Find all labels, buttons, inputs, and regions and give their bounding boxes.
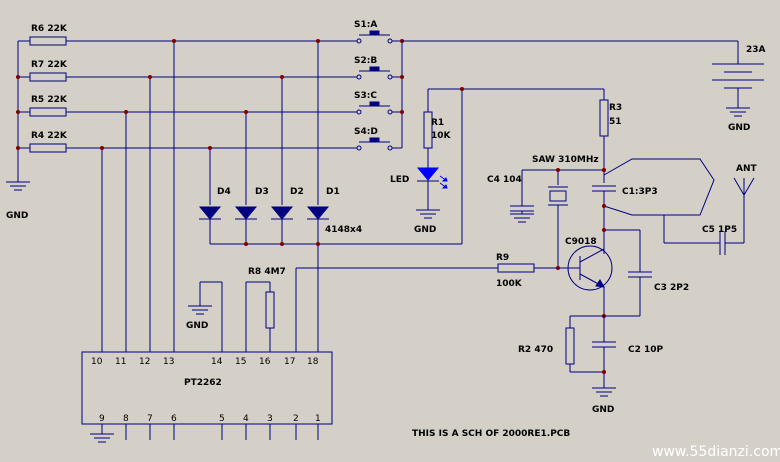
label-r6: R6 22K (31, 24, 68, 34)
label-r2: R2 470 (518, 345, 553, 355)
label-s4: S4:D (354, 127, 378, 137)
label-s2: S2:B (354, 56, 377, 66)
resistor-r2 (565, 327, 575, 365)
transistor-c9018 (567, 245, 613, 291)
resistor-r9 (497, 263, 535, 273)
ground-ic (90, 433, 114, 443)
ic-pin-10: 10 (91, 357, 103, 367)
saw-resonator (548, 186, 568, 206)
ic-pin-4: 4 (243, 414, 249, 424)
caption: THIS IS A SCH OF 2000RE1.PCB (412, 429, 570, 439)
switch-s2 (356, 66, 393, 80)
label-c1: C1:3P3 (622, 187, 658, 197)
diode-d4 (198, 206, 222, 220)
diode-d2 (270, 206, 294, 220)
label-gnd-battery: GND (728, 123, 750, 133)
ground-left (6, 181, 30, 191)
ic-pin-11: 11 (115, 357, 126, 367)
ic-pin-17: 17 (284, 357, 295, 367)
label-diode-type: 4148x4 (325, 225, 362, 235)
label-s3: S3:C (354, 91, 377, 101)
label-ant: ANT (736, 164, 757, 174)
label-led: LED (390, 175, 409, 185)
capacitor-c1 (592, 185, 616, 192)
label-gnd-left: GND (6, 211, 28, 221)
label-gnd-pin14: GND (186, 321, 208, 331)
label-c4: C4 104 (487, 175, 522, 185)
ground-c4 (510, 213, 534, 223)
ic-pin-1: 1 (315, 414, 321, 424)
resistor-r7 (29, 72, 67, 82)
ic-top-pin-numbers: 10 11 12 13 14 15 16 17 18 (91, 357, 319, 367)
ic-pin-12: 12 (139, 357, 150, 367)
label-r4: R4 22K (31, 131, 68, 141)
diode-d3 (234, 206, 258, 220)
label-r8: R8 4M7 (248, 267, 286, 277)
switch-s1 (356, 30, 393, 44)
watermark: www.55dianzi.com (652, 444, 780, 460)
antenna-symbol (733, 177, 755, 196)
label-r9: R9 (496, 253, 509, 263)
ground-battery (726, 107, 750, 117)
ic-pin-5: 5 (219, 414, 225, 424)
ic-pin-8: 8 (123, 414, 129, 424)
ic-pin-13: 13 (163, 357, 174, 367)
label-saw: SAW 310MHz (532, 155, 599, 165)
label-r1: R1 (431, 118, 444, 128)
resistor-r6 (29, 36, 67, 46)
ic-pin-9: 9 (99, 414, 105, 424)
ic-pin-14: 14 (211, 357, 223, 367)
led (416, 167, 448, 189)
ic-pin-3: 3 (267, 414, 273, 424)
label-s1: S1:A (354, 20, 377, 30)
label-c5: C5 1P5 (702, 225, 737, 235)
label-r3: R3 (609, 103, 622, 113)
ground-pin14 (188, 305, 212, 315)
ic-pin-16: 16 (259, 357, 271, 367)
capacitor-c2 (592, 341, 616, 348)
label-r5: R5 22K (31, 95, 68, 105)
diode-d1 (306, 206, 330, 220)
ic-pt2262 (81, 351, 333, 440)
label-r3-value: 51 (609, 117, 622, 127)
label-r1-value: 10K (431, 131, 452, 141)
ic-label: PT2262 (184, 378, 222, 388)
label-gnd-rf: GND (592, 405, 614, 415)
ground-rf (592, 387, 616, 397)
ic-pin-7: 7 (147, 414, 153, 424)
label-d4: D4 (217, 187, 231, 197)
resistor-r5 (29, 107, 67, 117)
ic-pin-2: 2 (293, 414, 299, 424)
label-r7: R7 22K (31, 60, 68, 70)
antenna-loop (603, 158, 715, 216)
ic-bottom-pin-numbers: 9 8 7 6 5 4 3 2 1 (99, 414, 321, 424)
battery-23a (712, 63, 764, 89)
label-transistor: C9018 (565, 237, 597, 247)
resistor-r4 (29, 143, 67, 153)
ic-pin-18: 18 (307, 357, 319, 367)
switch-s3 (356, 101, 393, 115)
label-c2: C2 10P (628, 345, 664, 355)
label-r9-value: 100K (496, 279, 523, 289)
input-rail (16, 40, 30, 182)
ground-led (416, 209, 440, 219)
switch-s4 (356, 137, 393, 151)
resistor-r8 (265, 291, 275, 329)
ic-pin-15: 15 (235, 357, 246, 367)
label-battery: 23A (746, 45, 766, 55)
ic-pin-6: 6 (171, 414, 177, 424)
capacitor-c3 (628, 271, 652, 278)
resistor-r3 (599, 99, 609, 137)
capacitor-c4 (510, 205, 534, 212)
label-c3: C3 2P2 (654, 283, 689, 293)
label-gnd-led: GND (414, 225, 436, 235)
label-d1: D1 (326, 187, 340, 197)
label-d2: D2 (290, 187, 304, 197)
label-d3: D3 (255, 187, 269, 197)
